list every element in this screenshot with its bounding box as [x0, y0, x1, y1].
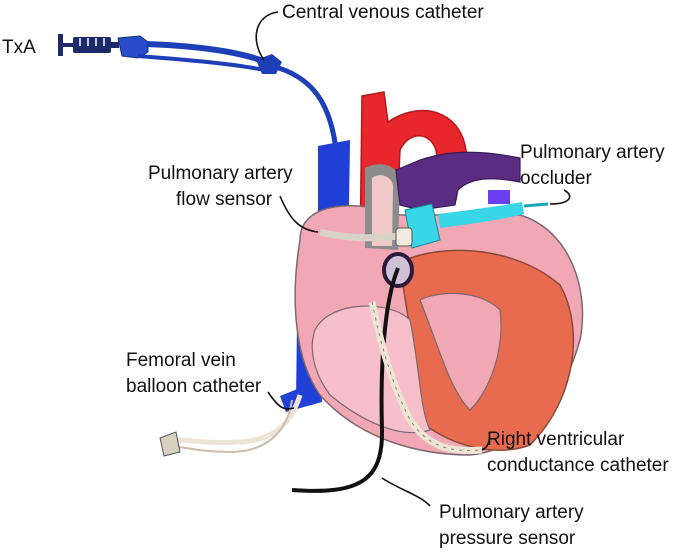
central-venous-catheter [117, 35, 339, 151]
label-pa-flow-sensor-line1: Pulmonary artery [148, 163, 293, 184]
label-rv-conductance-line1: Right ventricular [487, 429, 625, 450]
leader-lines [255, 11, 571, 507]
label-femoral-line2: balloon catheter [126, 376, 262, 397]
syringe-icon [58, 34, 119, 56]
label-pa-flow-sensor-line2: flow sensor [176, 189, 273, 210]
label-pa-occluder-line1: Pulmonary artery [520, 142, 665, 163]
pa-occluder [404, 202, 549, 249]
label-femoral-line1: Femoral vein [126, 350, 236, 371]
label-pa-occluder-line2: occluder [520, 168, 592, 189]
label-pa-pressure-line2: pressure sensor [439, 528, 576, 549]
femoral-balloon-catheter [159, 394, 303, 457]
label-central-venous-catheter: Central venous catheter [282, 2, 484, 23]
rv-conductance-catheter [368, 301, 483, 455]
label-pa-pressure-line1: Pulmonary artery [439, 502, 584, 523]
label-txa: TxA [2, 37, 36, 58]
pa-pressure-sensor-wire [291, 267, 400, 493]
label-rv-conductance-line2: conductance catheter [487, 455, 669, 476]
heart-body [294, 164, 584, 456]
pa-flow-sensor [319, 227, 413, 247]
pulmonary-artery [395, 151, 521, 211]
